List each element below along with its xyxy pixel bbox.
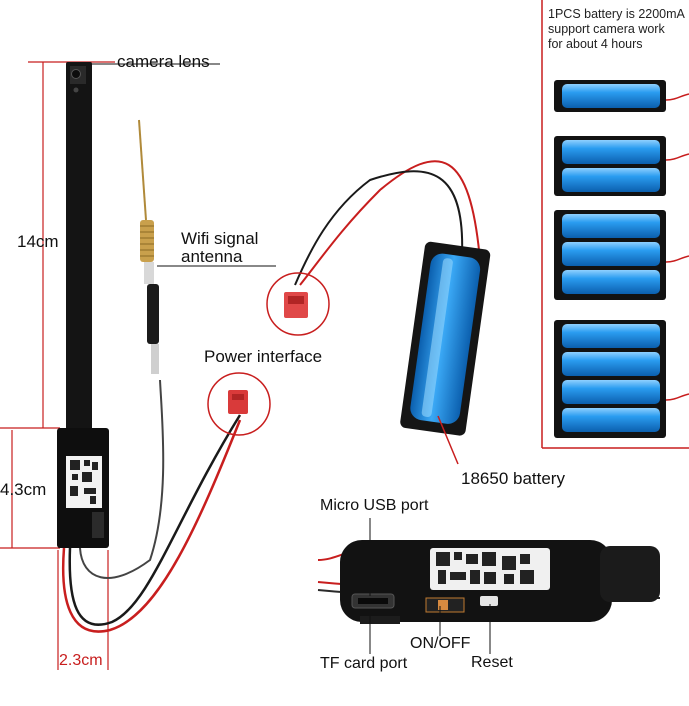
camera-module — [57, 428, 109, 548]
battery-connector-highlight-circle — [266, 272, 330, 336]
wifi-antenna-label-line2: antenna — [181, 247, 243, 266]
dimension-lines — [0, 61, 115, 670]
battery-panel-line3: for about 4 hours — [548, 37, 643, 51]
pack-2 — [554, 136, 666, 196]
battery-panel-line1: 1PCS battery is 2200mA — [548, 7, 685, 21]
length-dimension: 14cm — [17, 232, 59, 251]
width-dimension: 2.3cm — [59, 652, 103, 669]
power-interface-label: Power interface — [204, 347, 323, 366]
battery-pointer-line — [437, 415, 459, 465]
camera-ribbon-cable — [66, 62, 92, 432]
wifi-antenna — [138, 119, 159, 374]
micro-usb-label: Micro USB port — [320, 497, 429, 514]
battery-panel-note: 1PCS battery is 2200mA support camera wo… — [548, 7, 685, 52]
battery-18650-label: 18650 battery — [461, 469, 565, 488]
reset-label: Reset — [471, 654, 513, 671]
pack-3 — [554, 210, 666, 300]
module-detail-photo — [317, 540, 661, 624]
battery-panel-line2: support camera work — [548, 22, 665, 36]
module-height-dimension: 4.3cm — [0, 480, 47, 499]
battery-holder-single — [400, 241, 491, 436]
battery-options-panel — [541, 0, 689, 449]
pack-1 — [554, 80, 666, 112]
wifi-antenna-label-line1: Wifi signal — [181, 229, 259, 248]
power-interface-highlight-circle — [207, 372, 271, 436]
pack-4 — [554, 320, 666, 438]
detail-pointer-lines — [369, 518, 491, 654]
on-off-label: ON/OFF — [410, 635, 471, 652]
camera-lens-label: camera lens — [117, 52, 210, 71]
tf-card-label: TF card port — [320, 655, 408, 672]
